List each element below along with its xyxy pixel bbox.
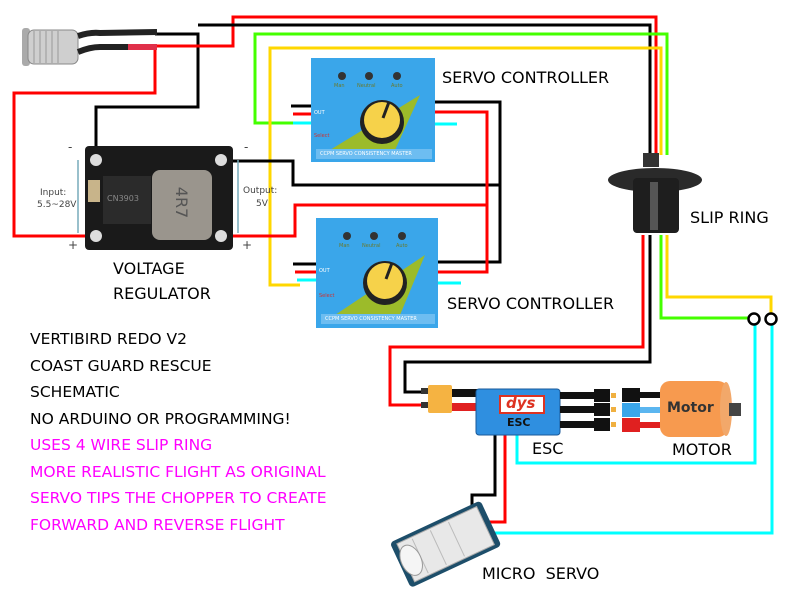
esc-board-text: ESC	[507, 416, 531, 429]
label-voltage-regulator-line2: REGULATOR	[113, 284, 211, 303]
wire-cyan-to-micro-servo	[483, 324, 774, 535]
servo1-out-label: OUT	[314, 110, 325, 116]
regulator-output-minus: -	[244, 140, 249, 154]
wire-black-bus	[198, 23, 652, 155]
wire-black-jack-to-regulator	[94, 32, 200, 150]
wire-green-slipring-out	[659, 235, 750, 320]
slip-ring-icon	[608, 153, 702, 233]
note-line-4: NO ARDUINO OR PROGRAMMING!	[30, 410, 291, 428]
esc-motor-leads	[560, 388, 660, 432]
wire-yellow-slipring-out	[665, 235, 773, 313]
note-line-3: SCHEMATIC	[30, 383, 120, 401]
label-servo-controller-2: SERVO CONTROLLER	[447, 294, 615, 313]
servo1-footer: CCPM SERVO CONSISTENCY MASTER	[320, 151, 412, 157]
servo2-led-label-man: Man	[339, 243, 350, 249]
wire-red-bus	[155, 15, 658, 155]
voltage-regulator-board	[77, 146, 239, 250]
servo1-select-label: Select	[314, 133, 330, 139]
wire-black-servo1-power	[435, 100, 502, 264]
wire-red-slipring-to-esc	[388, 235, 645, 407]
label-voltage-regulator-line1: VOLTAGE	[113, 259, 185, 278]
wire-black-regulator-out	[230, 159, 500, 187]
junction-connector-1	[747, 312, 761, 326]
label-motor: MOTOR	[672, 440, 732, 459]
regulator-output-value: 5V	[256, 199, 268, 209]
note-line-5: USES 4 WIRE SLIP RING	[30, 436, 213, 454]
esc-brand-logo: dys	[506, 394, 536, 412]
xt60-connector	[421, 385, 478, 413]
label-micro-servo: MICRO SERVO	[482, 564, 600, 583]
servo2-led-label-auto: Auto	[396, 243, 408, 249]
wire-red-jack-to-regulator	[12, 46, 157, 238]
regulator-output-plus: +	[242, 238, 253, 252]
wire-yellow-bus	[268, 46, 663, 287]
servo-controller-1-board	[311, 58, 435, 162]
regulator-input-label: Input:	[40, 188, 67, 198]
servo2-footer: CCPM SERVO CONSISTENCY MASTER	[325, 316, 417, 322]
label-esc: ESC	[532, 439, 564, 458]
esc-brand-box	[499, 395, 545, 414]
junction-connector-2	[764, 312, 778, 326]
servo-controller-2-board	[316, 218, 438, 328]
regulator-input-value: 5.5~28V	[37, 200, 77, 210]
wire-red-regulator-out	[228, 203, 487, 238]
regulator-input-plus: +	[68, 238, 79, 252]
servo2-out-label: OUT	[319, 268, 330, 274]
note-line-7: SERVO TIPS THE CHOPPER TO CREATE	[30, 489, 327, 507]
wire-green-bus	[253, 32, 669, 155]
servo1-led-label-auto: Auto	[391, 83, 403, 89]
label-slip-ring: SLIP RING	[690, 208, 769, 227]
regulator-input-minus: -	[68, 140, 73, 154]
regulator-inductor-text: 4R7	[172, 186, 192, 219]
regulator-output-label: Output:	[243, 186, 278, 196]
motor-body-text: Motor	[667, 400, 714, 416]
wire-black-slipring-to-esc	[403, 235, 652, 394]
servo1-led-label-neutral: Neutral	[357, 83, 376, 89]
regulator-chip-text: CN3903	[107, 194, 139, 203]
wire-cyan-to-esc	[515, 324, 757, 465]
servo2-select-label: Select	[319, 293, 335, 299]
micro-servo-icon	[391, 501, 501, 587]
note-line-2: COAST GUARD RESCUE	[30, 357, 212, 375]
note-line-6: MORE REALISTIC FLIGHT AS ORIGINAL	[30, 463, 326, 481]
servo2-led-label-neutral: Neutral	[362, 243, 381, 249]
note-line-1: VERTIBIRD REDO V2	[30, 330, 188, 348]
servo1-led-label-man: Man	[334, 83, 345, 89]
note-line-8: FORWARD AND REVERSE FLIGHT	[30, 516, 285, 534]
wire-red-servo1-power	[435, 110, 489, 274]
motor-icon	[660, 381, 741, 437]
power-jack-icon	[22, 28, 158, 66]
label-servo-controller-1: SERVO CONTROLLER	[442, 68, 610, 87]
